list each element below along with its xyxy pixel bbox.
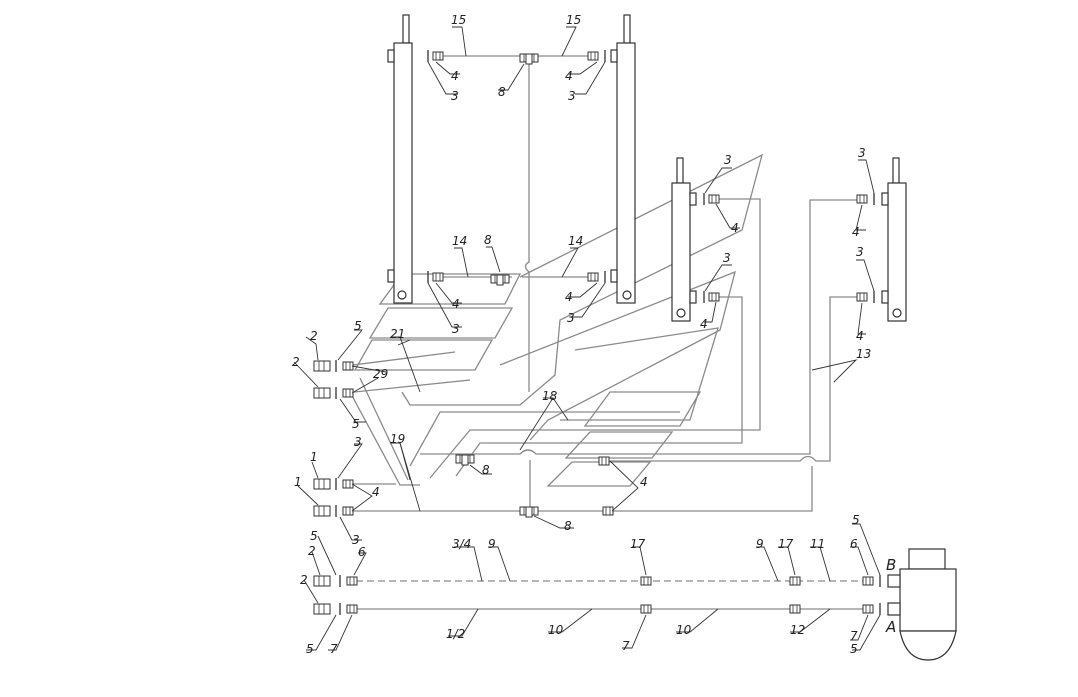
label-5: 5 [306, 642, 314, 656]
label-18: 18 [542, 389, 558, 403]
label-14-left: 14 [452, 234, 467, 248]
label-9: 9 [756, 537, 764, 551]
label-6: 6 [850, 537, 858, 551]
label-3: 3 [856, 245, 864, 259]
port-b-label: B [886, 556, 896, 574]
label-6: 6 [358, 545, 366, 559]
label-5: 5 [352, 417, 360, 431]
label-5: 5 [354, 319, 362, 333]
label-4: 4 [565, 290, 573, 304]
label-17: 17 [630, 537, 646, 551]
label-3: 3 [567, 311, 575, 325]
label-13: 13 [856, 347, 871, 361]
label-15-left: 15 [451, 13, 466, 27]
label-3: 3 [354, 435, 362, 449]
label-3-4: 3/4 [452, 537, 471, 551]
label-17: 17 [778, 537, 794, 551]
label-29: 29 [373, 367, 388, 381]
gap-marks [335, 50, 881, 615]
label-19: 19 [390, 432, 405, 446]
label-8: 8 [482, 463, 490, 477]
label-7: 7 [622, 639, 630, 653]
label-3: 3 [451, 89, 459, 103]
label-2: 2 [310, 329, 318, 343]
label-11: 11 [810, 537, 825, 551]
label-9: 9 [488, 537, 496, 551]
label-3: 3 [568, 89, 576, 103]
label-4: 4 [452, 297, 460, 311]
label-4: 4 [640, 475, 648, 489]
label-4: 4 [731, 221, 739, 235]
label-12: 12 [790, 623, 805, 637]
label-4: 4 [451, 69, 459, 83]
label-7: 7 [330, 642, 338, 656]
cylinder-right-2 [881, 157, 907, 322]
port-a-label: A [885, 618, 896, 636]
label-1-2: 1/2 [446, 627, 465, 641]
label-14-right: 14 [568, 234, 583, 248]
cylinder-right-1 [671, 157, 697, 322]
label-15-right: 15 [566, 13, 581, 27]
pump-unit [887, 548, 957, 661]
cylinder-middle [610, 14, 636, 304]
label-3: 3 [452, 322, 460, 336]
label-4: 4 [700, 317, 708, 331]
label-3: 3 [858, 146, 866, 160]
hose-lines [344, 55, 866, 610]
label-8: 8 [564, 519, 572, 533]
label-10: 10 [548, 623, 564, 637]
label-5: 5 [310, 529, 318, 543]
label-3: 3 [724, 153, 732, 167]
label-4: 4 [856, 329, 864, 343]
label-8: 8 [484, 233, 492, 247]
label-3: 3 [723, 251, 731, 265]
label-8: 8 [498, 85, 506, 99]
label-1: 1 [310, 450, 318, 464]
label-1: 1 [294, 475, 302, 489]
label-2: 2 [292, 355, 300, 369]
label-10: 10 [676, 623, 692, 637]
label-5: 5 [850, 642, 858, 656]
label-7: 7 [850, 629, 858, 643]
label-4: 4 [852, 225, 860, 239]
part-labels: 15 15 4 3 8 4 3 14 8 14 4 3 4 3 3 4 3 4 … [292, 13, 896, 656]
label-21: 21 [390, 327, 405, 341]
label-4: 4 [372, 485, 380, 499]
label-2: 2 [308, 544, 316, 558]
label-2: 2 [300, 573, 308, 587]
label-3: 3 [352, 533, 360, 547]
label-4: 4 [565, 69, 573, 83]
leader-lines [293, 26, 881, 651]
label-5: 5 [852, 513, 860, 527]
cylinder-left [387, 14, 413, 304]
